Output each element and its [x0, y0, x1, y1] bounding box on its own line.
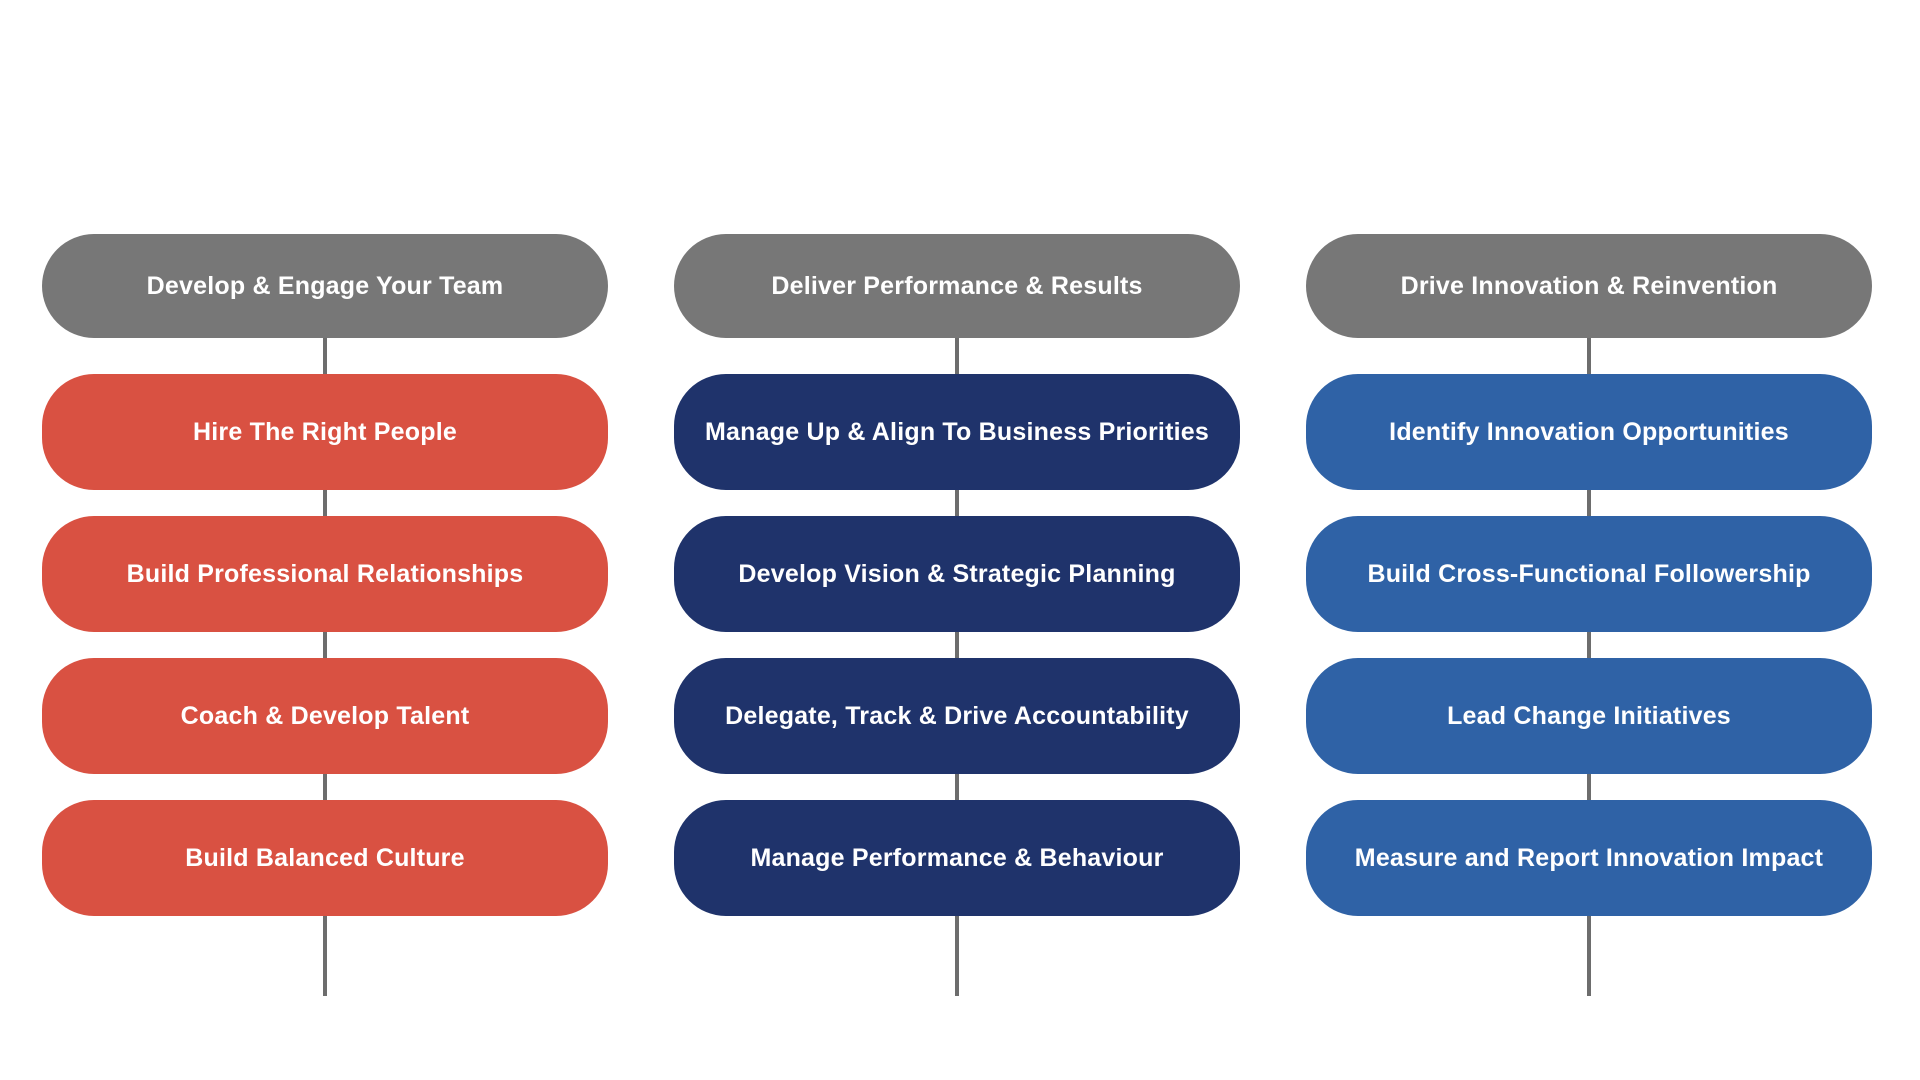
competency-item: Measure and Report Innovation Impact [1306, 800, 1872, 916]
competency-item: Delegate, Track & Drive Accountability [674, 658, 1240, 774]
connector-line [323, 314, 327, 996]
column-header: Develop & Engage Your Team [42, 234, 608, 338]
competency-item: Lead Change Initiatives [1306, 658, 1872, 774]
competency-item: Manage Performance & Behaviour [674, 800, 1240, 916]
competency-item: Identify Innovation Opportunities [1306, 374, 1872, 490]
competency-item: Manage Up & Align To Business Priorities [674, 374, 1240, 490]
column-header: Deliver Performance & Results [674, 234, 1240, 338]
competency-item: Hire The Right People [42, 374, 608, 490]
competency-item: Build Professional Relationships [42, 516, 608, 632]
connector-line [1587, 314, 1591, 996]
competency-item: Build Balanced Culture [42, 800, 608, 916]
column-header: Drive Innovation & Reinvention [1306, 234, 1872, 338]
connector-line [955, 314, 959, 996]
competency-item: Build Cross-Functional Followership [1306, 516, 1872, 632]
competency-item: Coach & Develop Talent [42, 658, 608, 774]
competency-item: Develop Vision & Strategic Planning [674, 516, 1240, 632]
